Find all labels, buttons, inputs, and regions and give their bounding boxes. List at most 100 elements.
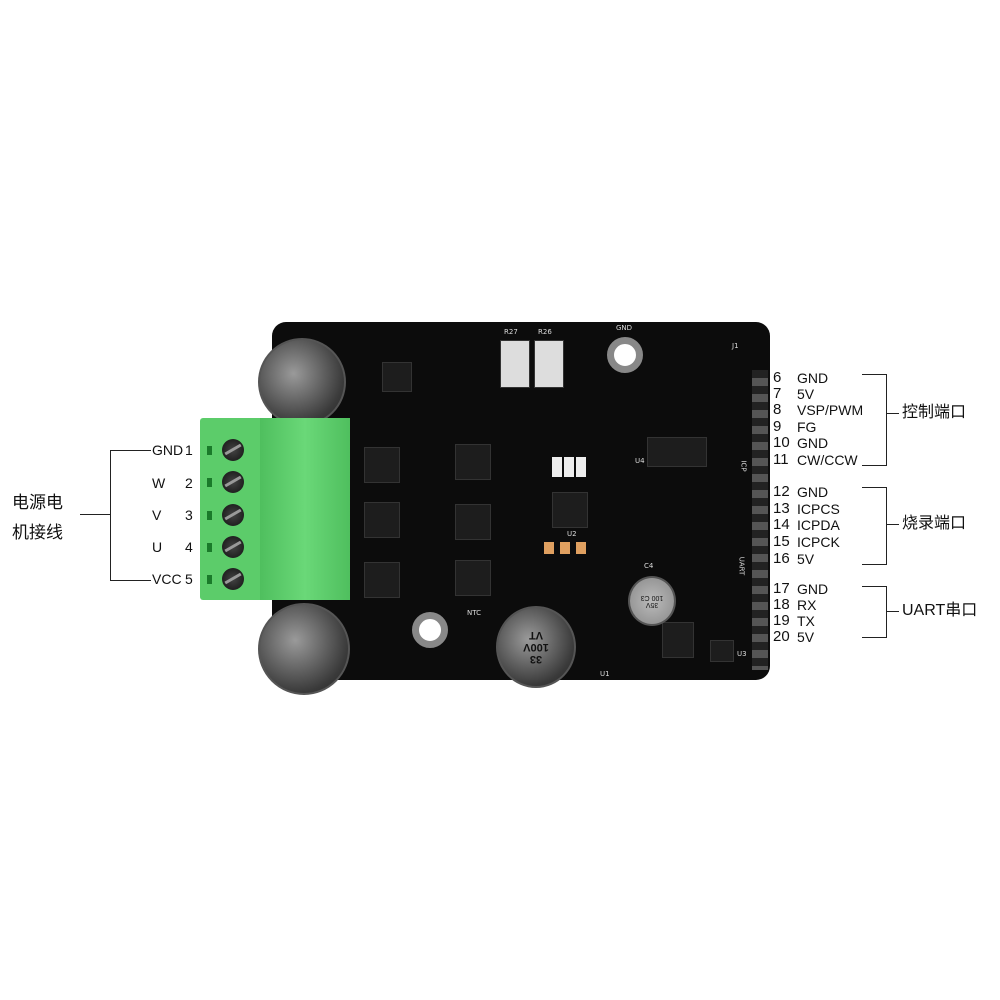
bracket-stem	[887, 413, 899, 414]
bracket-stem	[887, 611, 899, 612]
motor-bracket	[110, 450, 151, 581]
motor-pin-name: V	[152, 507, 162, 523]
silk-j1: J1	[732, 342, 739, 350]
shunt-resistor	[500, 340, 530, 388]
pin-num: 14	[773, 516, 790, 533]
diode	[576, 457, 586, 477]
pin-num: 7	[773, 385, 782, 402]
terminal-marker	[207, 543, 212, 552]
pin-name: GND	[797, 484, 829, 500]
mosfet	[455, 560, 491, 596]
ic-chip	[382, 362, 412, 392]
pin-name: 5V	[797, 629, 815, 645]
terminal-marker	[207, 478, 212, 487]
cap-rating-text: 33 100V VT	[523, 629, 549, 665]
controller-ic	[552, 492, 588, 528]
diode	[552, 457, 562, 477]
pin-name: CW/CCW	[797, 452, 858, 468]
motor-terminal-block	[200, 418, 350, 600]
pin-name: RX	[797, 597, 817, 613]
control-port-label: 控制端口	[902, 404, 967, 421]
silk-u2: U2	[567, 530, 577, 538]
pin-num: 10	[773, 434, 790, 451]
screw-icon	[222, 504, 244, 526]
motor-pin-num: 1	[185, 442, 193, 458]
shunt-resistor	[534, 340, 564, 388]
silk-u3: U3	[737, 650, 747, 658]
terminal-body	[260, 418, 350, 600]
pin-name: ICPDA	[797, 517, 840, 533]
mount-hole	[607, 337, 643, 373]
cap-rating-text: 35V 100 C3	[640, 594, 664, 608]
diode	[564, 457, 574, 477]
silk-uart: UART	[737, 556, 746, 576]
pin-name: ICPCS	[797, 501, 840, 517]
motor-pin-num: 2	[185, 475, 193, 491]
pin-num: 6	[773, 369, 782, 386]
pin-name: GND	[797, 370, 829, 386]
programming-port-label: 烧录端口	[902, 515, 967, 532]
mosfet	[455, 504, 491, 540]
pin-num: 18	[773, 596, 790, 613]
pin-name: TX	[797, 613, 815, 629]
terminal-marker	[207, 511, 212, 520]
motor-pin-num: 5	[185, 571, 193, 587]
pin-name: 5V	[797, 386, 815, 402]
motor-pin-name: GND	[152, 442, 184, 458]
motor-wiring-label-line2: 机接线	[12, 523, 63, 542]
pin-name: GND	[797, 435, 829, 451]
pin-num: 17	[773, 580, 790, 597]
screw-icon	[222, 568, 244, 590]
pin-num: 16	[773, 550, 790, 567]
pin-num: 19	[773, 612, 790, 629]
motor-pin-name: W	[152, 475, 166, 491]
pin-name: ICPCK	[797, 534, 840, 550]
motor-wiring-label-line1: 电源电	[12, 493, 63, 512]
capacitor-smd	[576, 542, 586, 554]
pin-num: 15	[773, 533, 790, 550]
silk-icp: ICP	[739, 460, 748, 472]
terminal-marker	[207, 446, 212, 455]
mosfet	[364, 562, 400, 598]
motor-pin-num: 3	[185, 507, 193, 523]
bracket-stem	[80, 514, 110, 515]
group-bracket	[862, 374, 887, 466]
motor-pin-name: VCC	[152, 571, 182, 587]
uart-port-label: UART串口	[902, 602, 978, 619]
electrolytic-capacitor	[258, 338, 346, 426]
pin-name: GND	[797, 581, 829, 597]
group-bracket	[862, 586, 887, 638]
pin-num: 12	[773, 483, 790, 500]
group-bracket	[862, 487, 887, 565]
pin-num: 20	[773, 628, 790, 645]
pin-num: 11	[773, 451, 789, 468]
mosfet	[364, 447, 400, 483]
pin-name: 5V	[797, 551, 815, 567]
pin-header	[752, 370, 768, 670]
pin-num: 13	[773, 500, 790, 517]
ic-u4	[647, 437, 707, 467]
silk-u1: U1	[600, 670, 610, 678]
silk-r26: R26	[538, 328, 552, 336]
electrolytic-capacitor-33uf: 33 100V VT	[496, 606, 576, 688]
pin-name: VSP/PWM	[797, 402, 864, 418]
silk-r27: R27	[504, 328, 518, 336]
pin-name: FG	[797, 419, 817, 435]
regulator-u3	[710, 640, 734, 662]
mosfet	[455, 444, 491, 480]
pin-num: 9	[773, 418, 782, 435]
motor-pin-num: 4	[185, 539, 193, 555]
inductor	[662, 622, 694, 658]
electrolytic-capacitor	[258, 603, 350, 695]
electrolytic-capacitor-c3: 35V 100 C3	[628, 576, 676, 626]
bracket-stem	[887, 524, 899, 525]
mosfet	[364, 502, 400, 538]
capacitor-smd	[544, 542, 554, 554]
screw-icon	[222, 536, 244, 558]
terminal-marker	[207, 575, 212, 584]
motor-pin-name: U	[152, 539, 163, 555]
mount-hole	[412, 612, 448, 648]
silk-c4: C4	[644, 562, 654, 570]
screw-icon	[222, 439, 244, 461]
capacitor-smd	[560, 542, 570, 554]
